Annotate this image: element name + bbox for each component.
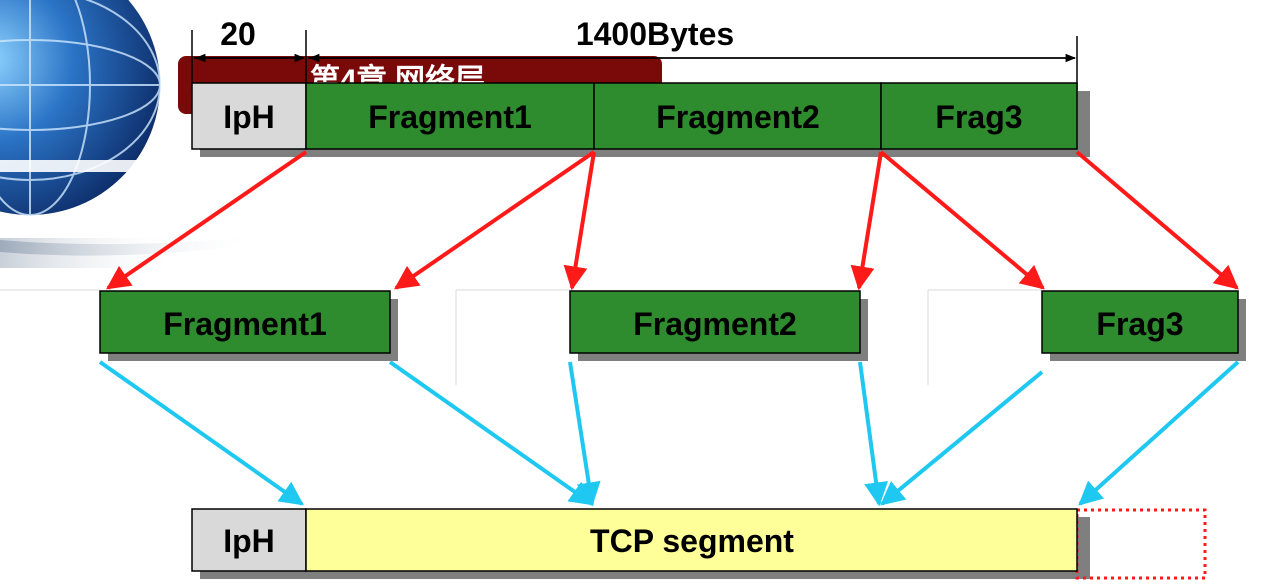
fragment-label-2: Fragment2 xyxy=(633,306,797,342)
tcp-segment-box xyxy=(305,508,1078,572)
tcp-segment-label: TCP segment xyxy=(590,523,794,559)
original-fragment-box-1 xyxy=(305,82,595,150)
split-arrows xyxy=(106,150,1239,291)
reassembly-arrow xyxy=(858,361,889,507)
reassembled-header-box xyxy=(191,508,307,572)
payload-size-label: 1400Bytes xyxy=(576,16,734,52)
packet-frame-lines xyxy=(0,289,1042,385)
header-size-label: 20 xyxy=(220,16,256,52)
split-arrow xyxy=(394,150,596,290)
fragment-box-3 xyxy=(1041,290,1239,354)
fragment-label-1: Fragment1 xyxy=(163,306,327,342)
original-header-box xyxy=(191,82,307,150)
original-fragment-box-3 xyxy=(880,82,1078,150)
fragment-label-3: Frag3 xyxy=(1096,306,1183,342)
reassembly-arrow xyxy=(98,360,304,506)
reassembly-arrow xyxy=(880,370,1044,506)
split-arrow xyxy=(563,151,596,291)
globe-icon xyxy=(0,0,161,216)
reassembled-packet: IpH TCP segment xyxy=(191,508,1207,580)
reassembly-arrow xyxy=(1078,360,1240,506)
dimension-annotations: 20 1400Bytes xyxy=(191,16,1078,90)
split-arrow xyxy=(106,150,308,290)
reassembly-arrow xyxy=(388,360,594,506)
original-fragment-label-2: Fragment2 xyxy=(656,99,820,135)
reassembly-arrow xyxy=(568,361,601,507)
original-fragment-box-2 xyxy=(593,82,882,150)
original-fragment-label-1: Fragment1 xyxy=(368,99,532,135)
reassembled-header-label: IpH xyxy=(223,523,275,559)
fragment-box-2 xyxy=(569,290,861,354)
original-header-label: IpH xyxy=(223,99,275,135)
original-fragment-label-3: Frag3 xyxy=(935,99,1022,135)
reassembly-arrows xyxy=(98,360,1240,507)
split-arrow xyxy=(879,150,1045,290)
split-arrow xyxy=(1075,150,1239,290)
missing-space-outline xyxy=(1075,508,1207,580)
fragments-row: Fragment1 Fragment2 Frag3 xyxy=(99,290,1246,361)
split-arrow xyxy=(850,151,883,291)
original-packet: IpH Fragment1 Fragment2 Frag3 xyxy=(191,82,1090,157)
fragment-box-1 xyxy=(99,290,391,354)
